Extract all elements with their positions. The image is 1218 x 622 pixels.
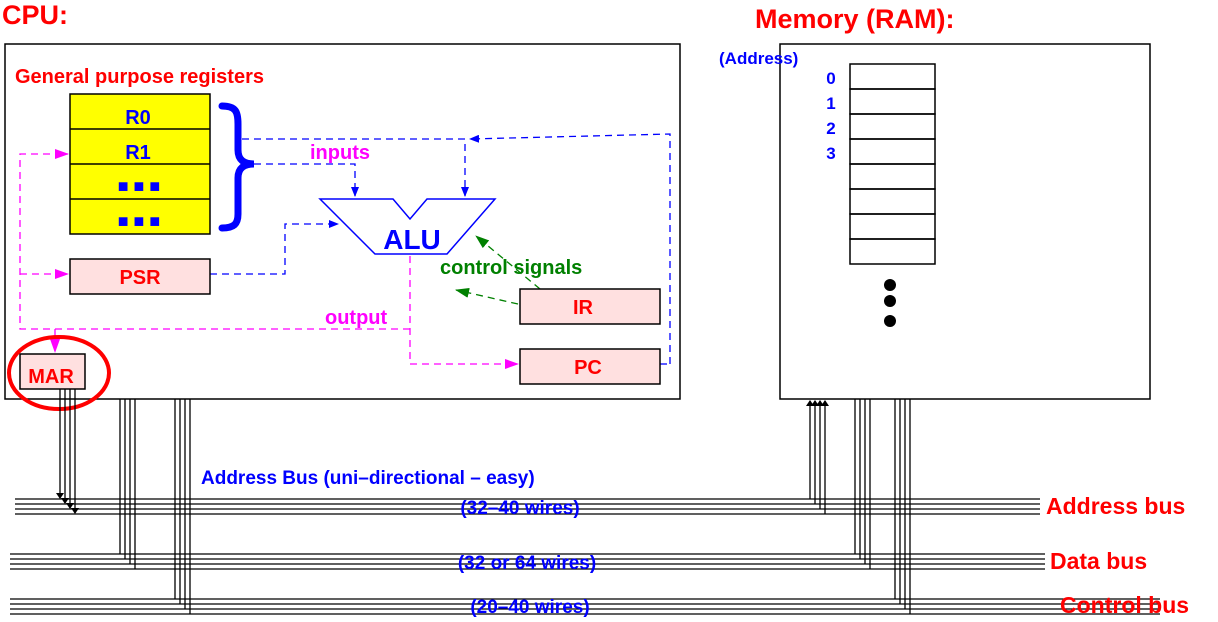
- address-label: (Address): [719, 49, 798, 68]
- address-3: 3: [826, 144, 835, 163]
- mar-highlight-circle: [7, 335, 111, 411]
- data-bus-wires: (32 or 64 wires): [458, 553, 596, 574]
- gpr-label: General purpose registers: [15, 66, 264, 88]
- alu-input-wires: [210, 133, 671, 365]
- alu-output-wires: [19, 149, 519, 369]
- mar-register: [19, 353, 86, 390]
- data-bus-label: Data bus: [1050, 548, 1147, 574]
- memory-cells: [849, 63, 936, 265]
- cpu-box: [4, 43, 681, 400]
- psr-register: [69, 258, 211, 295]
- memory-ellipsis-icon: [884, 279, 896, 327]
- inputs-label: inputs: [310, 142, 370, 164]
- address-2: 2: [826, 119, 835, 138]
- ir-register: [519, 288, 661, 325]
- memory-cell: [849, 63, 936, 90]
- memory-cell: [849, 213, 936, 240]
- psr-label: PSR: [119, 267, 161, 289]
- address-bus-label: Address bus: [1046, 493, 1185, 519]
- register-r1: R1: [125, 142, 151, 164]
- register-brace-icon: [218, 102, 255, 232]
- memory-cell: [849, 163, 936, 190]
- pc-register: [519, 348, 661, 385]
- register-r0: R0: [125, 107, 151, 129]
- cpu-title: CPU:: [2, 0, 68, 30]
- mar-label: MAR: [28, 366, 74, 388]
- memory-cell: [849, 88, 936, 115]
- memory-title: Memory (RAM):: [755, 4, 955, 34]
- bus-wires: [10, 389, 1160, 615]
- control-signal-wires: [455, 235, 541, 305]
- register-ellipsis-1: ■ ■ ■: [118, 176, 161, 196]
- register-ellipsis-2: ■ ■ ■: [118, 211, 161, 231]
- register-file: R0 R1 ■ ■ ■ ■ ■ ■: [69, 93, 211, 235]
- output-label: output: [325, 307, 388, 329]
- ir-label: IR: [573, 297, 594, 319]
- alu-shape: [318, 198, 497, 255]
- control-bus-wires: (20–40 wires): [470, 597, 589, 618]
- memory-box: [779, 43, 1151, 400]
- memory-cell: [849, 238, 936, 265]
- pc-label: PC: [574, 357, 602, 379]
- address-0: 0: [826, 69, 835, 88]
- control-signals-label: control signals: [440, 257, 582, 279]
- control-bus-label: Control bus: [1060, 592, 1189, 618]
- memory-cell: [849, 138, 936, 165]
- memory-cell: [849, 188, 936, 215]
- memory-cell: [849, 113, 936, 140]
- alu-label: ALU: [383, 224, 441, 255]
- address-1: 1: [826, 94, 835, 113]
- address-bus-note: Address Bus (uni–directional – easy): [201, 468, 535, 489]
- address-bus-wires: (32–40 wires): [460, 498, 579, 519]
